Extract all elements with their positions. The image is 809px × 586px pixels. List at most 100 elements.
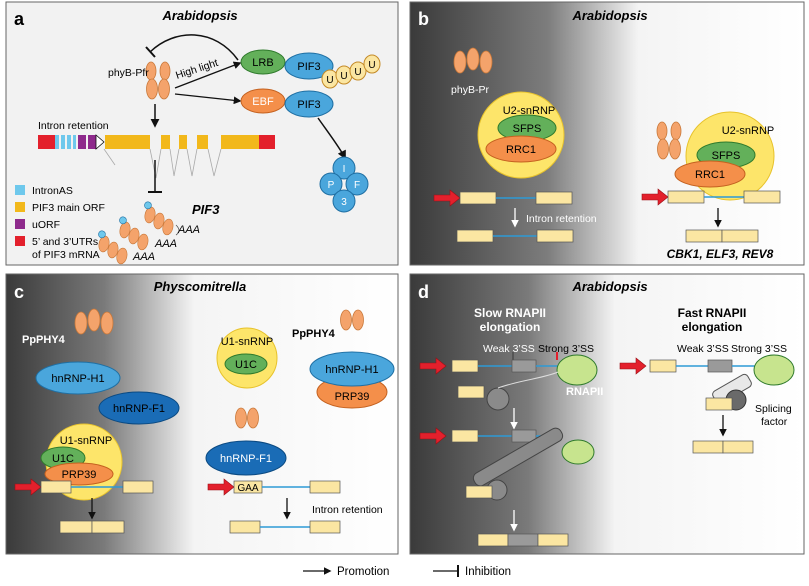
ebf-label: EBF: [252, 96, 274, 108]
panel-b-letter: b: [418, 9, 429, 29]
u1c-label-center: U1C: [235, 359, 257, 371]
exon-b7: [685, 229, 723, 243]
panel-a-title: Arabidopsis: [161, 8, 237, 23]
exon-b6: [743, 190, 781, 204]
exon-d1: [451, 359, 479, 373]
pphy4-icon-left: [74, 308, 114, 335]
hnrnp-f1-label-center: hnRNP-F1: [220, 453, 272, 465]
tss-arrow-c-right: [207, 478, 235, 496]
panel-a-legend: IntronAS PIF3 main ORF uORF 5’ and 3’UTR…: [15, 185, 105, 261]
lrb-node: [240, 49, 286, 75]
panel-d: d Arabidopsis Slow RNAPII elongation Fas…: [409, 273, 805, 555]
arrow-legend: Promotion Inhibition: [303, 565, 511, 578]
exon-d2: [451, 429, 479, 443]
legend-utr-2: of PIF3 mRNA: [32, 249, 100, 261]
weak-ss-fast: Weak 3’SS: [677, 343, 729, 355]
legend-orf: PIF3 main ORF: [32, 202, 105, 214]
legend-swatch-orf: [15, 202, 25, 212]
aaa-1: AAA: [177, 224, 200, 236]
panel-b-title: Arabidopsis: [571, 8, 647, 23]
exon-d7: [722, 440, 754, 454]
intron-retention-label-b: Intron retention: [526, 213, 597, 225]
panel-a-frame: [5, 1, 399, 266]
frag-p: P: [328, 180, 335, 191]
prp39-left: [44, 462, 114, 486]
ubiquitin-chain: U U U U: [321, 54, 381, 89]
hnrnp-f1-center: [205, 440, 287, 476]
intron-retention-label-c: Intron retention: [312, 504, 383, 516]
phyb-pr-icon: [453, 47, 493, 74]
tss-arrow-b-left: [433, 189, 461, 207]
exon-c1: [40, 480, 72, 494]
prp39-label-right: PRP39: [335, 391, 370, 403]
legend-promotion-label: Promotion: [337, 566, 389, 578]
frag-i: I: [343, 164, 346, 175]
exon-b5: [667, 190, 705, 204]
u1c-center: [224, 353, 268, 375]
exon-c4: [91, 520, 125, 534]
sfps-label-left: SFPS: [513, 123, 542, 135]
hnrnp-h1-right: [309, 351, 395, 387]
frag-f: F: [354, 180, 360, 191]
legend-intronas: IntronAS: [32, 185, 73, 197]
phyb-pr-label: phyB-Pr: [451, 84, 489, 96]
hnrnp-f1-left: [98, 391, 180, 425]
rrc1-label-right: RRC1: [695, 169, 725, 181]
exon-c6: [309, 480, 341, 494]
gaa-label: GAA: [237, 483, 258, 494]
exon-d2b: [465, 485, 493, 499]
panel-b: b Arabidopsis phyB-Pr U2-snRNP SFPS RRC1…: [409, 1, 805, 266]
alt-exon-d4: [707, 359, 733, 373]
slow-label-2: elongation: [480, 320, 541, 334]
panel-d-letter: d: [418, 282, 429, 302]
exon-c7: [229, 520, 261, 534]
inhibition-curve: [149, 34, 239, 61]
ss-mark-d2: [556, 352, 558, 360]
exon-d1b: [457, 385, 485, 399]
hnrnp-h1-label-left: hnRNP-H1: [51, 373, 104, 385]
ebf-node: [240, 88, 286, 114]
splicing-factor-label-2: factor: [761, 416, 788, 428]
panel-d-title: Arabidopsis: [571, 279, 647, 294]
tss-arrow-b-right: [641, 188, 669, 206]
pif3-gene-label: PIF3: [192, 202, 220, 217]
weak-ss-slow: Weak 3’SS: [483, 343, 535, 355]
strong-ss-slow: Strong 3’SS: [538, 343, 594, 355]
phyb-pfr-label: phyB-Pfr: [108, 67, 149, 79]
prp39-label-left: PRP39: [62, 469, 97, 481]
pif3-label-mid: PIF3: [297, 99, 320, 111]
legend-uorf: uORF: [32, 219, 60, 231]
exon-d6: [692, 440, 724, 454]
tether-d1: [497, 371, 559, 389]
pif3-fragments: I P F 3: [319, 156, 369, 213]
splicing-factor-slow-1: [486, 387, 510, 411]
u1-label-left: U1-snRNP: [60, 435, 113, 447]
hnrnp-f1-label-left: hnRNP-F1: [113, 403, 165, 415]
inhibition-bar: [145, 46, 156, 58]
pif3-label-top: PIF3: [297, 61, 320, 73]
rrc1-label-left: RRC1: [506, 144, 536, 156]
pphy4-label-left: PpPHY4: [22, 334, 66, 346]
alt-exon-d1: [511, 359, 537, 373]
panel-a: a Arabidopsis phyB-Pfr High light LRB PI…: [5, 1, 399, 266]
panel-d-frame: [409, 273, 805, 555]
arrow-to-ebf: [174, 93, 242, 105]
pphy4-label-right: PpPHY4: [292, 328, 336, 340]
rnapii-row2: [561, 439, 595, 465]
ub-1: U: [326, 75, 333, 86]
u1-label-center: U1-snRNP: [221, 336, 274, 348]
spliceosome-d2: [472, 427, 564, 487]
pif3-node-mid: [284, 90, 334, 118]
pif3-node-top: [284, 52, 334, 80]
panel-a-letter: a: [14, 9, 25, 29]
ss-mark-d1: [512, 352, 514, 360]
aaa-3: AAA: [132, 251, 155, 263]
aaa-2: AAA: [154, 238, 177, 250]
u1c-label-left: U1C: [52, 453, 74, 465]
hnrnp-h1-left: [35, 361, 121, 395]
exon-d5: [649, 359, 677, 373]
exon-b8: [721, 229, 759, 243]
tss-arrow-d1: [419, 357, 447, 375]
exon-d3: [477, 533, 509, 547]
